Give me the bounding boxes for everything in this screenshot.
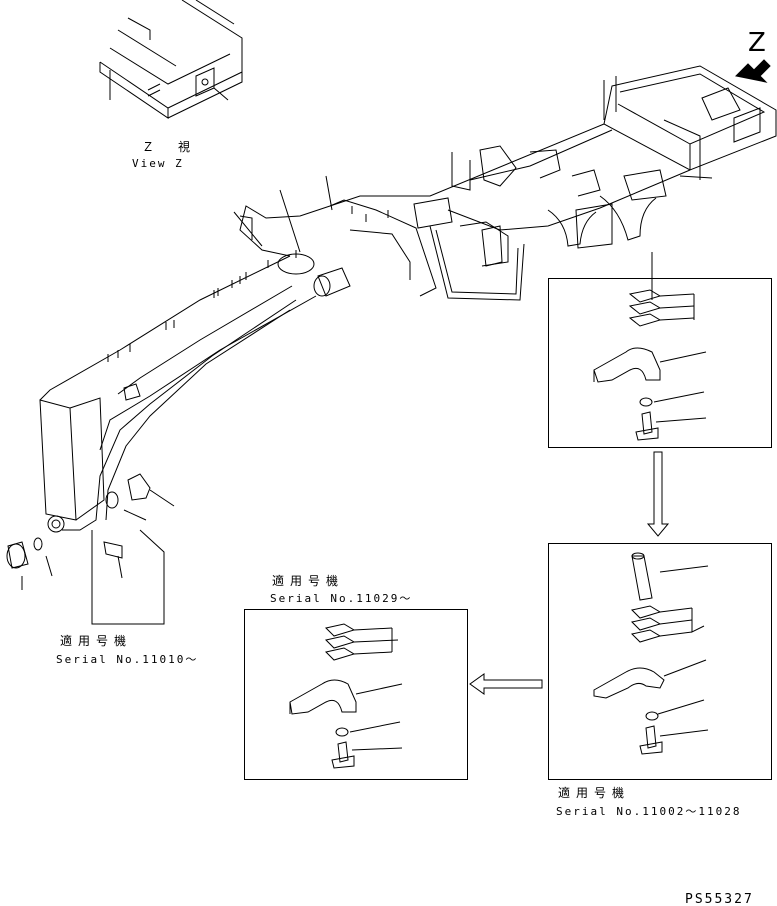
middle-callout-box bbox=[244, 609, 468, 780]
lower-right-callout-box bbox=[548, 543, 772, 780]
right-applicability-japanese: 適用号機 bbox=[558, 786, 631, 800]
view-z-japanese-label: Ｚ 視 bbox=[142, 140, 197, 154]
left-arrow bbox=[469, 673, 543, 695]
z-view-arrow bbox=[734, 59, 771, 83]
left-serial-range: Serial No.11010～ bbox=[56, 653, 199, 666]
middle-box-parts bbox=[289, 623, 403, 769]
z-marker-label: Z bbox=[748, 28, 766, 58]
middle-applicability-japanese: 適用号機 bbox=[272, 574, 345, 588]
view-z-illustration bbox=[99, 0, 243, 119]
left-applicability-japanese: 適用号機 bbox=[60, 634, 133, 648]
down-arrow bbox=[646, 451, 670, 537]
upper-right-box-parts bbox=[593, 289, 707, 441]
view-z-english-label: View Z bbox=[132, 157, 184, 170]
upper-right-callout-box bbox=[548, 278, 772, 448]
middle-serial-range: Serial No.11029～ bbox=[270, 592, 413, 605]
drawing-number: PS55327 bbox=[685, 892, 754, 906]
lower-right-box-parts bbox=[593, 552, 709, 755]
right-serial-range: Serial No.11002～11028 bbox=[556, 805, 742, 818]
main-frame-illustration bbox=[6, 65, 777, 625]
